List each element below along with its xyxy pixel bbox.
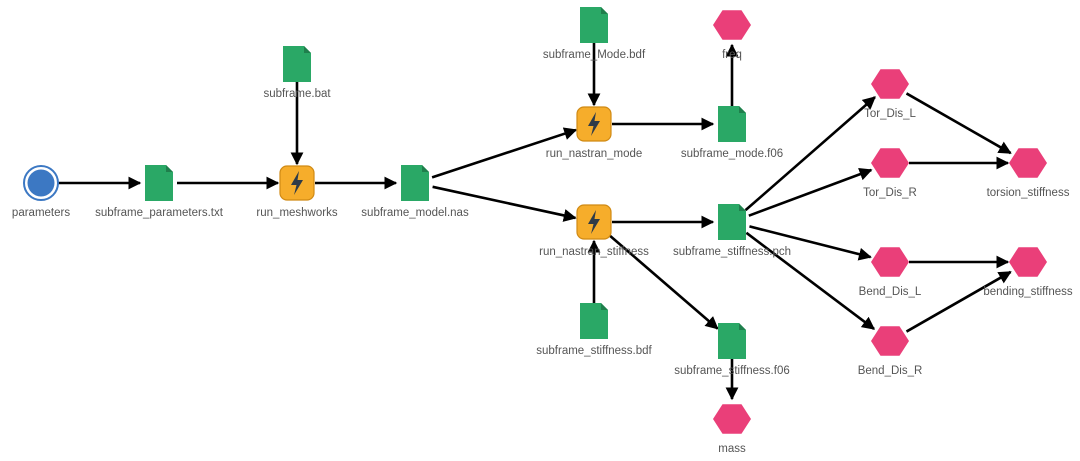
node-label-subframe_stiffness_f06: subframe_stiffness.f06 [674,365,790,377]
lightning-icon [576,106,612,142]
node-label-subframe_bat: subframe.bat [263,88,331,100]
node-subframe_mode_bdf[interactable]: subframe_Mode.bdf [543,7,646,61]
node-tor_dis_r[interactable]: Tor_Dis_R [863,148,917,199]
node-label-run_nastran_mode: run_nastran_mode [546,148,643,160]
file-icon [718,204,746,240]
node-label-bend_dis_l: Bend_Dis_L [859,286,922,298]
node-mass[interactable]: mass [713,404,751,455]
file-icon [718,323,746,359]
node-bending_stiffness[interactable]: bending_stiffness [983,247,1073,298]
node-label-subframe_mode_bdf: subframe_Mode.bdf [543,49,646,61]
node-tor_dis_l[interactable]: Tor_Dis_L [864,69,916,120]
node-label-subframe_model_nas: subframe_model.nas [361,207,469,219]
node-subframe_stiffness_f06[interactable]: subframe_stiffness.f06 [674,323,790,377]
hexagon-icon [871,326,909,356]
node-label-run_meshworks: run_meshworks [256,207,337,219]
edges-layer [58,43,1012,401]
node-label-bending_stiffness: bending_stiffness [983,286,1073,298]
node-label-parameters: parameters [12,207,70,219]
file-icon [145,165,173,201]
edge-subframe_stiffness_pch-to-bend_dis_l [749,225,872,261]
node-label-subframe_parameters_txt: subframe_parameters.txt [95,207,224,219]
edge-tor_dis_l-to-torsion_stiffness [905,92,1012,155]
node-subframe_model_nas[interactable]: subframe_model.nas [361,165,469,219]
edge-subframe_model_nas-to-run_nastran_mode [431,127,578,179]
node-run_nastran_stiffness[interactable]: run_nastran_stiffness [539,204,649,258]
node-label-subframe_stiffness_pch: subframe_stiffness.pch [673,246,791,258]
lightning-icon [576,204,612,240]
circle-icon [23,165,59,201]
node-subframe_parameters_txt[interactable]: subframe_parameters.txt [95,165,224,219]
node-bend_dis_l[interactable]: Bend_Dis_L [859,247,922,298]
node-label-run_nastran_stiffness: run_nastran_stiffness [539,246,649,258]
edge-subframe_stiffness_pch-to-bend_dis_r [745,231,876,331]
hexagon-icon [1009,148,1047,178]
node-bend_dis_r[interactable]: Bend_Dis_R [858,326,923,377]
edge-subframe_model_nas-to-run_nastran_stiffness [432,185,577,222]
node-run_meshworks[interactable]: run_meshworks [256,165,338,219]
hexagon-icon [871,247,909,277]
hexagon-icon [713,404,751,434]
edge-bend_dis_r-to-bending_stiffness [905,270,1012,333]
node-subframe_bat[interactable]: subframe.bat [263,46,331,100]
hexagon-icon [871,69,909,99]
file-icon [283,46,311,82]
node-subframe_stiffness_bdf[interactable]: subframe_stiffness.bdf [536,303,653,357]
node-label-tor_dis_l: Tor_Dis_L [864,108,916,120]
node-label-freq: freq [722,49,742,61]
node-subframe_stiffness_pch[interactable]: subframe_stiffness.pch [673,204,791,258]
node-label-bend_dis_r: Bend_Dis_R [858,365,923,377]
node-label-subframe_stiffness_bdf: subframe_stiffness.bdf [536,345,652,357]
node-parameters[interactable]: parameters [12,165,70,219]
hexagon-icon [1009,247,1047,277]
edge-run_nastran_stiffness-to-subframe_stiffness_f06 [606,232,719,330]
node-label-mass: mass [718,443,746,455]
file-icon [718,106,746,142]
file-icon [401,165,429,201]
node-torsion_stiffness[interactable]: torsion_stiffness [987,148,1070,199]
file-icon [580,7,608,43]
edge-subframe_stiffness_pch-to-tor_dis_r [748,168,873,217]
node-label-tor_dis_r: Tor_Dis_R [863,187,917,199]
hexagon-icon [871,148,909,178]
node-label-subframe_mode_f06: subframe_mode.f06 [681,148,783,160]
hexagon-icon [713,10,751,40]
file-icon [580,303,608,339]
node-freq[interactable]: freq [713,10,751,61]
edge-subframe_stiffness_pch-to-tor_dis_l [744,96,876,212]
lightning-icon [279,165,315,201]
node-run_nastran_mode[interactable]: run_nastran_mode [546,106,643,160]
node-label-torsion_stiffness: torsion_stiffness [987,187,1070,199]
node-subframe_mode_f06[interactable]: subframe_mode.f06 [681,106,783,160]
